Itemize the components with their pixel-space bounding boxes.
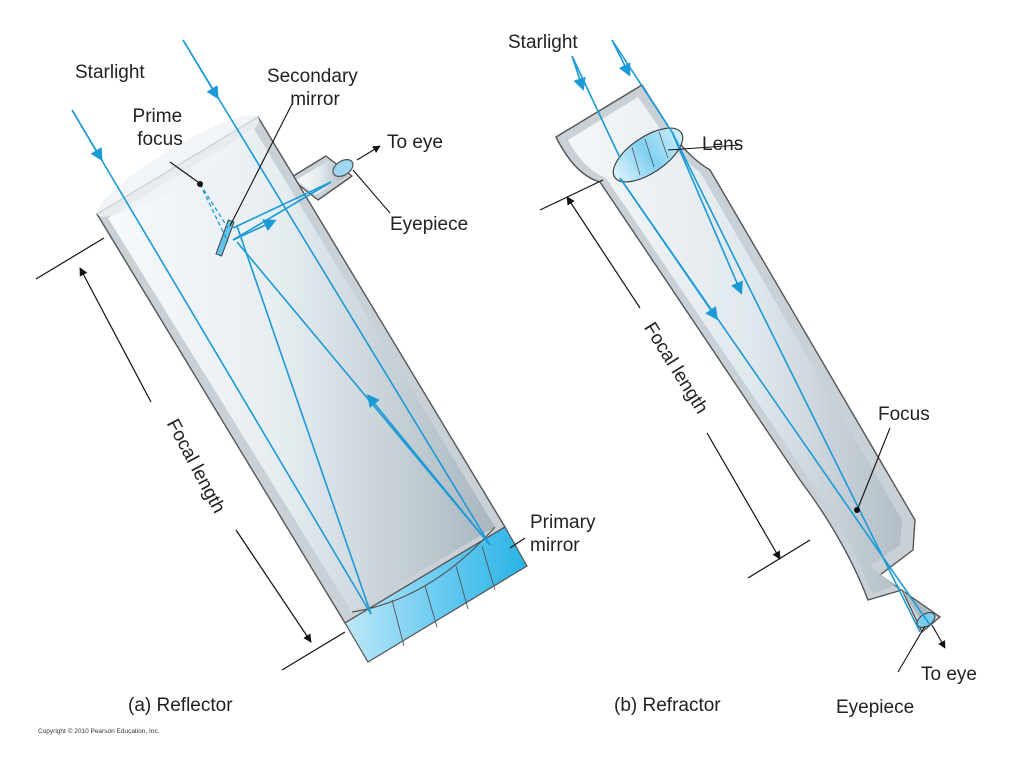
- refractor-to-eye-label: To eye: [921, 664, 977, 685]
- reflector-eyepiece-label: Eyepiece: [390, 214, 468, 235]
- eyepiece-leader: [352, 169, 391, 214]
- refractor-starlight-label: Starlight: [508, 32, 578, 53]
- refractor-caption: (b) Refractor: [614, 695, 721, 716]
- primary-mirror-leader: [509, 537, 526, 549]
- primary-mirror-shape: [344, 526, 528, 663]
- secondary-mirror-label-line1: Secondary: [267, 66, 358, 87]
- secondary-mirror-label-line2: mirror: [290, 89, 340, 110]
- primary-mirror-label-line1: Primary: [530, 512, 596, 533]
- refractor-eyepiece-label: Eyepiece: [836, 697, 914, 718]
- primary-mirror-label-line2: mirror: [530, 535, 580, 556]
- refractor-eyepiece-leader: [897, 625, 926, 673]
- objective-lens-shape: [612, 127, 684, 183]
- reflector-focal-length-dimension: [35, 237, 346, 671]
- refractor-focal-length-dimension: [539, 179, 811, 579]
- refractor-focus-point: [854, 507, 860, 513]
- refractor-rays: [571, 39, 931, 633]
- reflector-focal-length-label: Focal length: [162, 416, 229, 517]
- refractor-tube-interior: [568, 97, 930, 622]
- secondary-mirror-leader: [229, 103, 293, 227]
- secondary-mirror-shape: [215, 219, 235, 257]
- prime-focus-label-line1: Prime: [133, 106, 183, 127]
- lens-label: Lens: [702, 134, 743, 155]
- reflector-to-eye-label: To eye: [387, 132, 443, 153]
- focus-label: Focus: [878, 404, 930, 425]
- reflector-tube-opening: [96, 115, 260, 217]
- to-eye-arrow-a: [356, 145, 381, 161]
- secondary-mirror-label: Secondary mirror: [267, 66, 363, 110]
- prime-focus-point: [197, 181, 203, 187]
- to-eye-arrow-b: [931, 624, 946, 649]
- reflector-tube-interior: [108, 129, 495, 612]
- prime-focus-label: Prime focus: [133, 106, 188, 150]
- reflector-eyepiece-tube: [289, 155, 354, 201]
- reflector-caption: (a) Reflector: [128, 695, 233, 716]
- reflector-rays: [71, 39, 491, 615]
- primary-mirror-label: Primary mirror: [530, 512, 601, 556]
- focus-leader: [857, 427, 891, 509]
- lens-leader: [667, 144, 741, 151]
- copyright-notice: Copyright © 2010 Pearson Education, Inc.: [38, 727, 160, 735]
- refractor-telescope: Starlight Lens Focus To eye Eyepiece Foc…: [508, 32, 977, 718]
- reflector-telescope: Starlight Prime focus Secondary mirror T…: [35, 39, 601, 716]
- prime-focus-label-line2: focus: [137, 129, 182, 150]
- prime-focus-leader: [169, 161, 199, 183]
- reflector-starlight-label: Starlight: [75, 62, 145, 83]
